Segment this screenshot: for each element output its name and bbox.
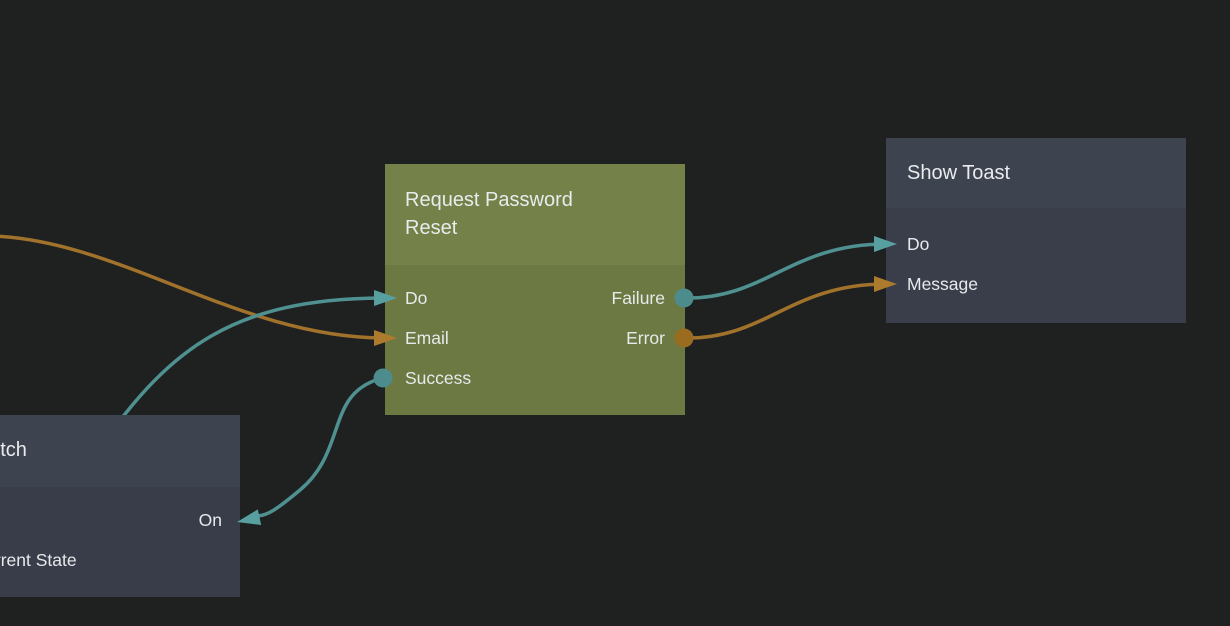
port-message[interactable]: Message [907,274,979,294]
port-do[interactable]: Do [405,288,428,308]
port-email[interactable]: Email [405,328,449,348]
node-switch[interactable]: Switch On Current State [0,415,240,597]
node-switch-body [0,487,240,597]
port-error[interactable]: Error [626,328,665,348]
connection-error-to-message-wire[interactable] [682,282,888,340]
node-switch-title: Switch [0,439,27,461]
port-success[interactable]: Success [405,368,472,388]
port-failure[interactable]: Failure [611,288,666,308]
node-show-toast-title: Show Toast [907,162,1011,184]
port-do[interactable]: Do [907,234,930,254]
connection-failure-to-do-wire[interactable] [682,242,888,300]
node-show-toast-body [886,208,1186,323]
node-request-password-reset-body [385,265,685,415]
node-request-password-reset[interactable]: Request Password Reset Do Email Success … [385,164,685,415]
connection-email-wire[interactable] [0,234,387,340]
node-switch-header[interactable] [0,415,240,487]
connection-success-to-on-wire[interactable] [256,376,385,518]
node-request-password-reset-header[interactable] [385,164,685,265]
node-request-password-reset-title: Request Password Reset [405,189,579,239]
port-on[interactable]: On [198,510,222,530]
node-show-toast-header[interactable] [886,138,1186,208]
node-show-toast[interactable]: Show Toast Do Message [886,138,1186,323]
port-current-state[interactable]: Current State [0,550,77,570]
